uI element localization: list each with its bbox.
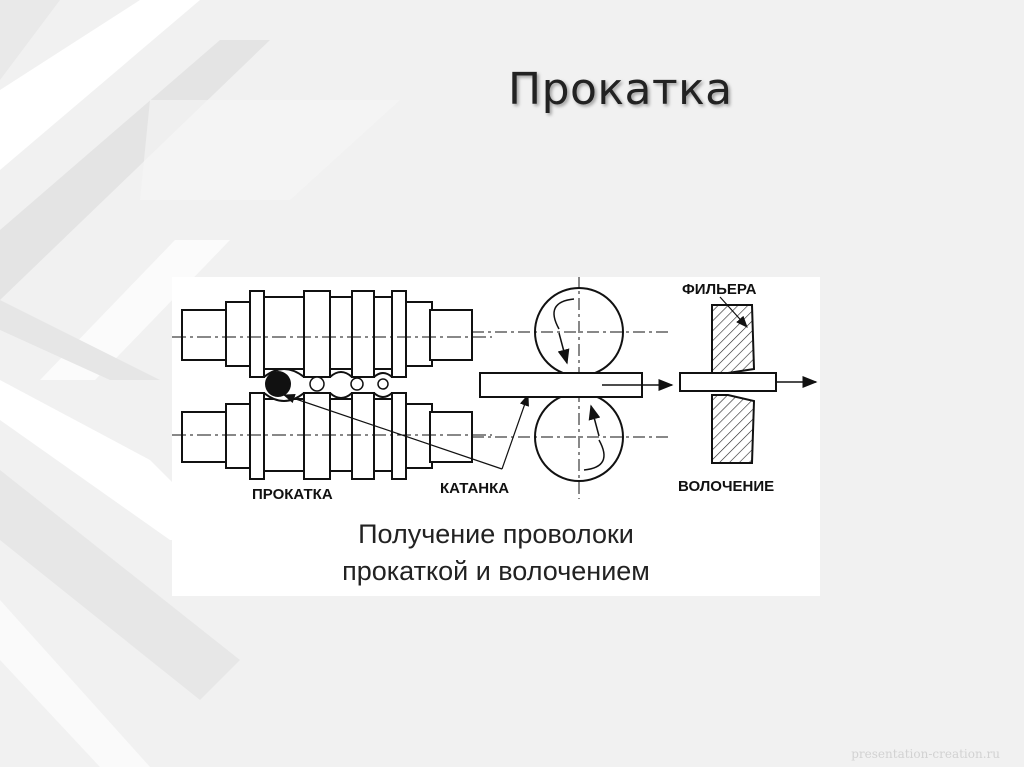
caption-line-2: прокаткой и волочением — [342, 556, 650, 586]
die-leader-line — [719, 296, 748, 328]
label-rolling: ПРОКАТКА — [252, 486, 333, 503]
label-drawing: ВОЛОЧЕНИЕ — [678, 478, 774, 495]
watermark: presentation-creation.ru — [851, 747, 1000, 761]
pass-circles — [309, 376, 389, 392]
rod-leader-line — [282, 393, 503, 470]
label-die: ФИЛЬЕРА — [682, 281, 757, 298]
billet-marker — [265, 371, 291, 397]
lower-roll — [172, 392, 492, 480]
slide-title: Прокатка — [508, 64, 733, 115]
drawing-die — [679, 304, 818, 464]
wire-rod — [479, 372, 674, 398]
caption-line-1: Получение проволоки — [358, 519, 634, 549]
rod-leader-line-2 — [501, 393, 529, 470]
wire-production-diagram: ПРОКАТКА КАТАНКА ФИЛЬЕРА ВОЛОЧЕНИЕ Получ… — [172, 277, 820, 596]
label-rod: КАТАНКА — [440, 480, 509, 497]
upper-roll — [172, 290, 492, 378]
diagram-drawing: ПРОКАТКА КАТАНКА ФИЛЬЕРА ВОЛОЧЕНИЕ Получ… — [172, 277, 818, 586]
finishing-rolls — [472, 277, 672, 499]
